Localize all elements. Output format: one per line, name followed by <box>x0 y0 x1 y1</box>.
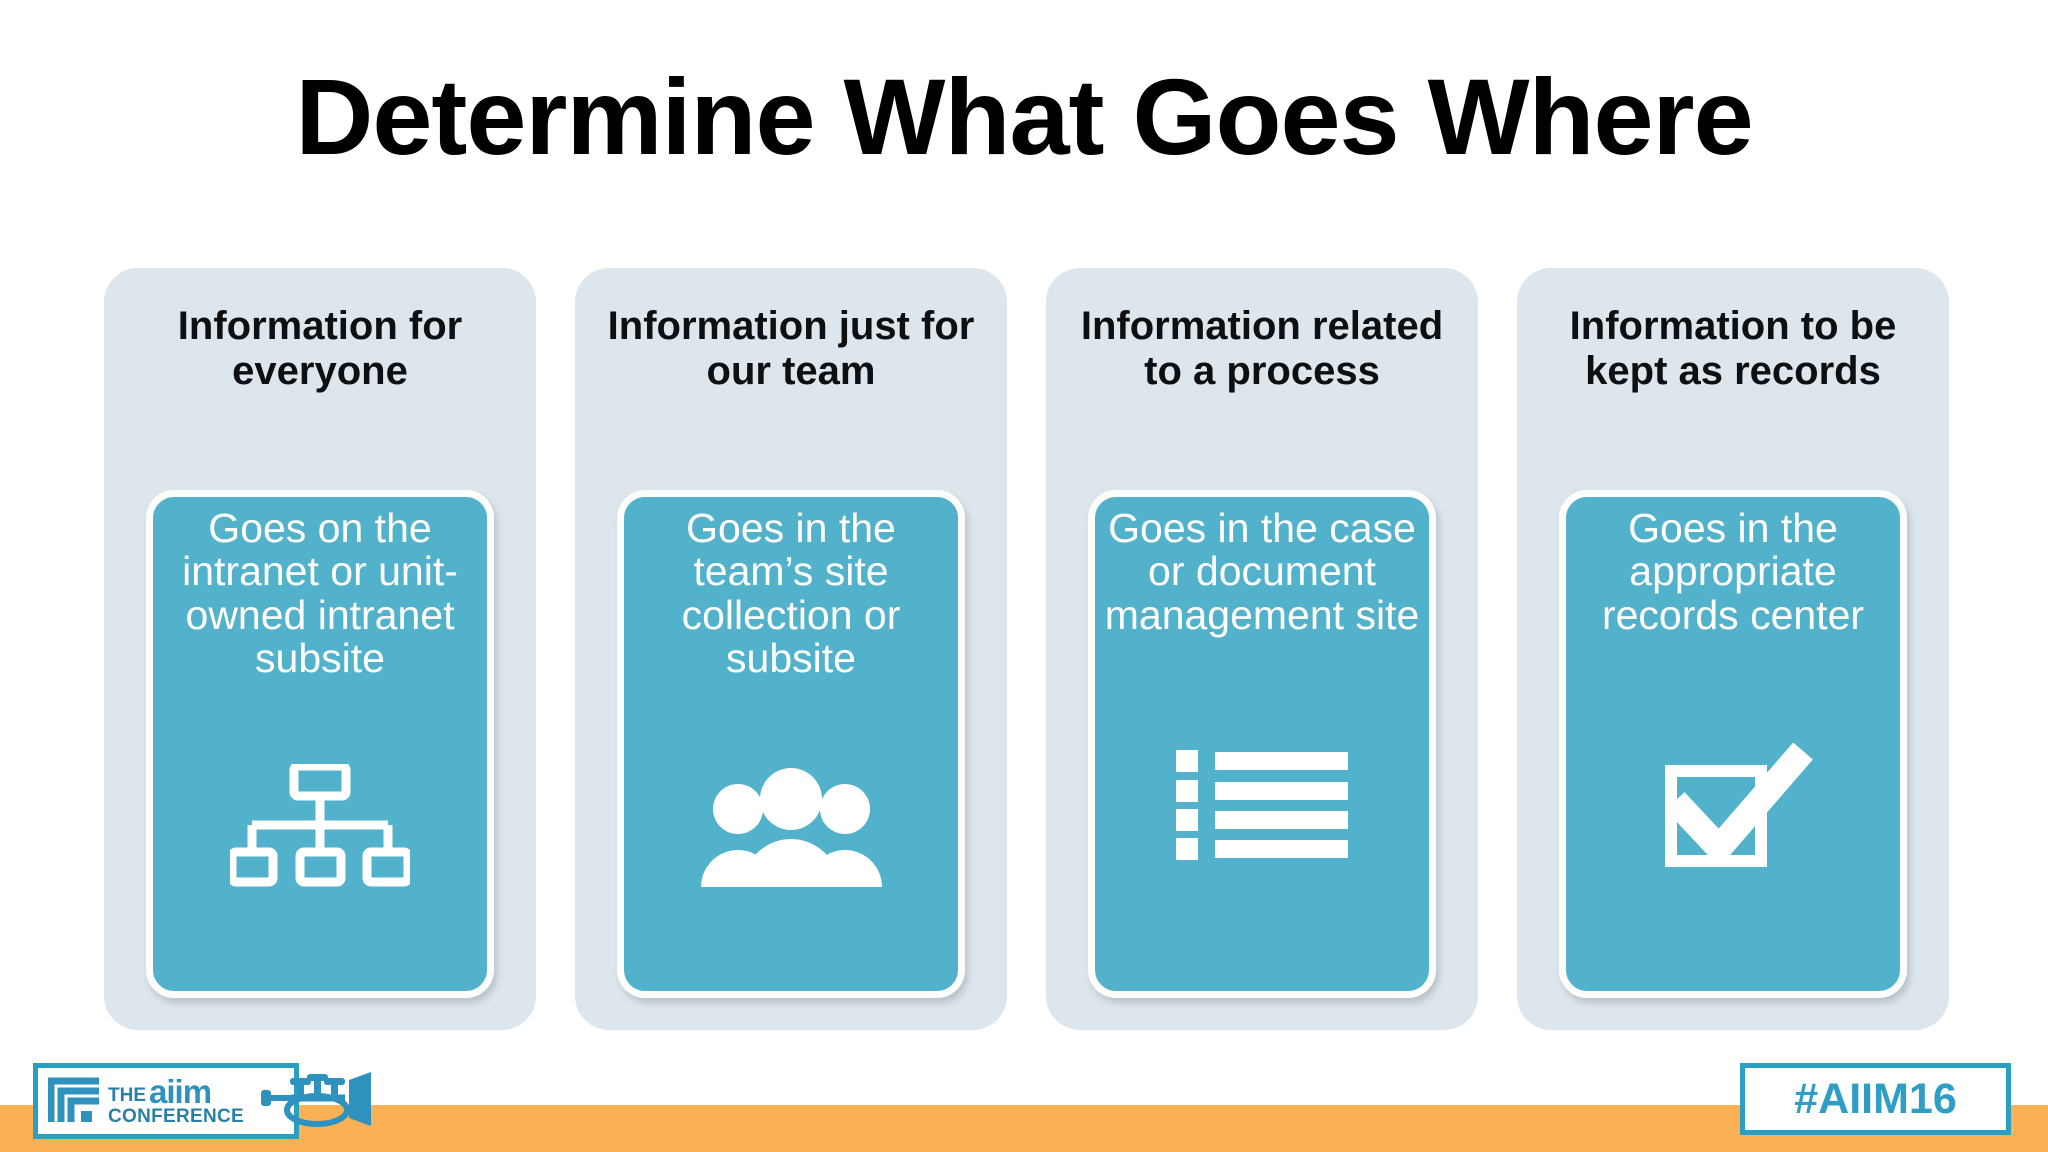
hashtag-text: #AIIM16 <box>1794 1074 1957 1123</box>
card-inner-box: Goes on the intranet or unit-owned intra… <box>146 490 494 998</box>
card-information-for-everyone[interactable]: Information for everyone Goes on the int… <box>104 268 536 1030</box>
logo-aiim-text: aiim <box>149 1072 212 1110</box>
card-heading: Information just for our team <box>607 304 975 393</box>
card-information-related-to-a-process[interactable]: Information related to a process Goes in… <box>1046 268 1478 1030</box>
card-inner-box: Goes in the appropriate records center <box>1559 490 1907 998</box>
card-body-text: Goes in the case or document management … <box>1104 505 1420 638</box>
bulleted-list-icon <box>1095 637 1429 991</box>
card-heading: Information related to a process <box>1080 304 1444 393</box>
page-title: Determine What Goes Where <box>295 56 1753 177</box>
hierarchy-icon <box>153 681 487 991</box>
card-information-just-for-our-team[interactable]: Information just for our team Goes in th… <box>575 268 1007 1030</box>
hashtag-badge[interactable]: #AIIM16 <box>1740 1063 2011 1135</box>
aiim-logo-words: THE aiim CONFERENCE <box>108 1072 245 1127</box>
aiim-conference-logo[interactable]: THE aiim CONFERENCE <box>33 1063 372 1139</box>
card-inner-box: Goes in the team’s site collection or su… <box>617 490 965 998</box>
card-body-text: Goes on the intranet or unit-owned intra… <box>182 505 458 682</box>
card-heading: Information for everyone <box>177 304 463 393</box>
logo-conference-text: CONFERENCE <box>108 1105 245 1127</box>
card-body-text: Goes in the team’s site collection or su… <box>681 505 901 682</box>
footer-bar <box>0 1105 2048 1152</box>
trumpet-horn-icon <box>261 1070 373 1133</box>
card-body-text: Goes in the appropriate records center <box>1601 505 1865 638</box>
card-inner-box: Goes in the case or document management … <box>1088 490 1436 998</box>
card-information-to-be-kept-as-records[interactable]: Information to be kept as records Goes i… <box>1517 268 1949 1030</box>
cards-row: Information for everyone Goes on the int… <box>104 268 1949 1030</box>
aiim-bars-icon <box>47 1073 102 1130</box>
card-heading: Information to be kept as records <box>1569 304 1897 393</box>
people-group-icon <box>624 681 958 991</box>
checked-checkbox-icon <box>1566 637 1900 991</box>
logo-the-text: THE <box>108 1085 146 1107</box>
